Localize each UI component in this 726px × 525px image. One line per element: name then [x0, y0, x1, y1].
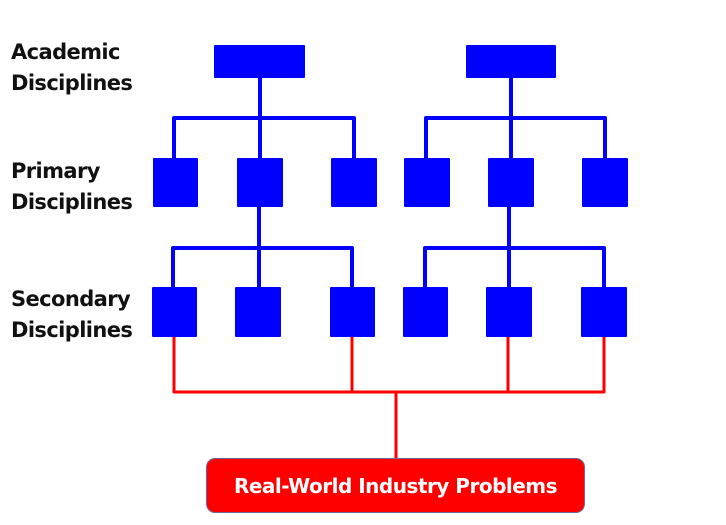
- secondary-node: [330, 287, 375, 337]
- connector-primary-5: [423, 207, 606, 287]
- level-label-secondary: Secondary Disciplines: [11, 284, 133, 346]
- primary-node: [404, 158, 450, 207]
- secondary-node: [152, 287, 197, 337]
- primary-node: [488, 158, 534, 207]
- level-label-line: Secondary: [11, 287, 131, 311]
- connector-primary-2: [171, 207, 354, 287]
- level-label-line: Disciplines: [11, 190, 133, 214]
- secondary-node: [235, 287, 281, 337]
- connector-academic-1: [172, 78, 356, 158]
- level-label-academic: Academic Disciplines: [11, 37, 133, 99]
- secondary-nodes: [152, 287, 627, 337]
- level-label-primary: Primary Disciplines: [11, 156, 133, 218]
- primary-node: [237, 158, 283, 207]
- level-label-line: Disciplines: [11, 71, 133, 95]
- level-label-line: Disciplines: [11, 318, 133, 342]
- blue-connectors: [171, 78, 607, 287]
- real-world-problems-label: Real-World Industry Problems: [233, 473, 558, 498]
- level-label-line: Primary: [11, 159, 100, 183]
- secondary-node: [581, 287, 627, 337]
- secondary-node: [486, 287, 532, 337]
- primary-nodes: [153, 158, 628, 207]
- real-world-problems-box: Real-World Industry Problems: [206, 458, 585, 513]
- academic-nodes: [214, 45, 556, 78]
- red-connectors: [172, 337, 606, 458]
- connector-academic-2: [424, 78, 607, 158]
- academic-node: [214, 45, 305, 78]
- secondary-node: [403, 287, 448, 337]
- primary-node: [153, 158, 198, 207]
- connector-to-problems: [172, 337, 606, 458]
- primary-node: [582, 158, 628, 207]
- level-label-line: Academic: [11, 40, 120, 64]
- academic-node: [466, 45, 556, 78]
- primary-node: [331, 158, 377, 207]
